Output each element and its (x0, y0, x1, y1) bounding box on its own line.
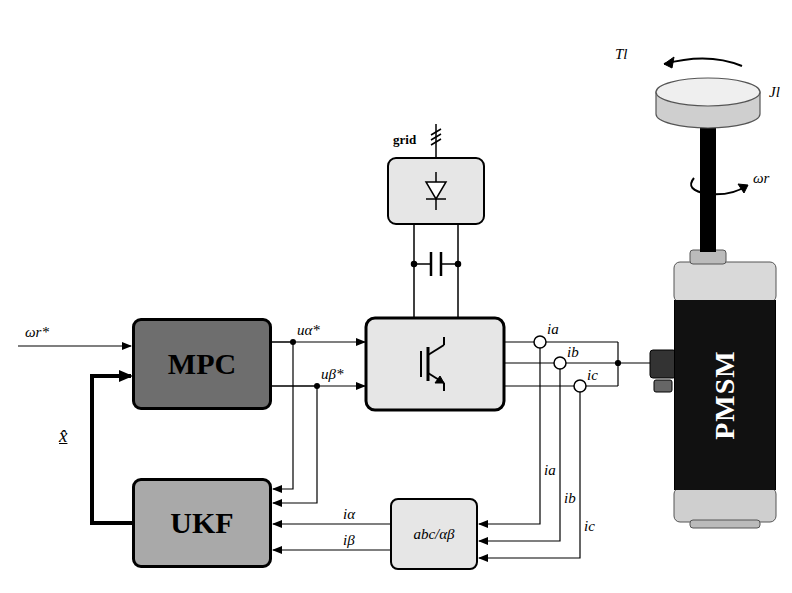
signal-label: ia (543, 462, 557, 478)
motor-housing (650, 250, 776, 528)
signal-label: Tl (614, 46, 629, 62)
signal-label: ic (586, 367, 599, 383)
inverter-box (366, 318, 504, 410)
grid-supply (431, 124, 441, 158)
signal-label: iβ (342, 532, 356, 548)
signal-label: uα* (296, 322, 321, 338)
phase-wires (504, 342, 650, 386)
shaft (700, 118, 716, 252)
current-sensors (534, 336, 586, 392)
signal-connector (272, 342, 293, 489)
junction-dot (290, 339, 296, 345)
node-text: abc/αβ (413, 526, 454, 543)
signal-label: uβ* (320, 366, 344, 382)
signal-label: x̂ (58, 428, 68, 444)
torque-arrows (664, 57, 748, 194)
reference-wire (18, 345, 131, 346)
signal-label: Jl (768, 84, 781, 100)
igbt-symbol (421, 337, 444, 391)
load-inertia (656, 78, 760, 128)
signal-label: ib (566, 344, 580, 360)
estimator-box: UKF (132, 478, 272, 568)
rectifier-box (388, 158, 484, 224)
current-feedback-wires (479, 348, 580, 558)
signal-connector (273, 549, 390, 550)
signal-label: ic (583, 518, 596, 534)
signal-label: ib (563, 490, 577, 506)
node-text: UKF (170, 506, 233, 540)
signal-connector (92, 376, 132, 523)
signal-label: ia (546, 321, 560, 337)
node-text: PMSM (709, 350, 741, 440)
motor-body: PMSM (674, 300, 776, 490)
junction-dot (314, 383, 320, 389)
diode-symbol (426, 172, 446, 210)
node-text: MPC (168, 347, 236, 381)
dc-link-capacitor (412, 224, 461, 318)
signal-label: ωr* (24, 324, 50, 340)
signal-label: grid (392, 132, 417, 148)
transform-box: abc/αβ (390, 498, 478, 570)
controller-box: MPC (132, 318, 272, 410)
signal-connector (273, 523, 390, 524)
signal-label: ωr (752, 170, 770, 186)
signal-connector (272, 386, 317, 503)
signal-label: iα (342, 506, 356, 522)
